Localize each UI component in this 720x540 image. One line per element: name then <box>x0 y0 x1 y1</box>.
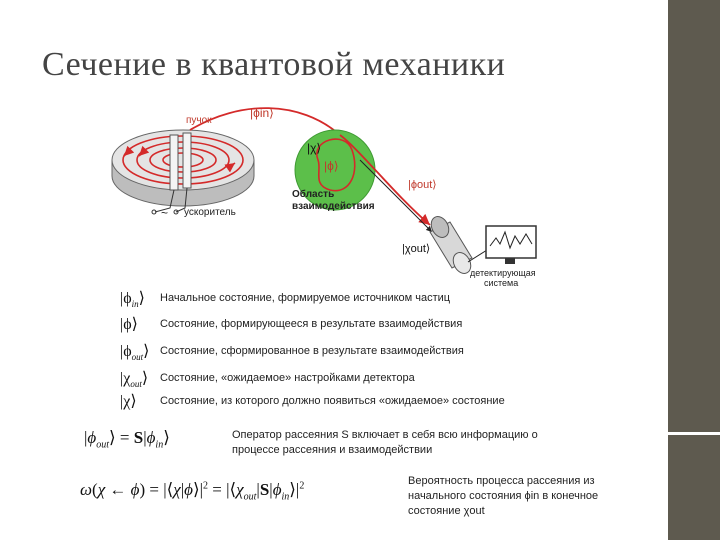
detector-label-1: детектирующая <box>470 268 536 278</box>
scattering-diagram: ~ ускоритель пучок Область взаимодействи… <box>111 106 537 288</box>
legend-ket-3: |ϕout⟩ <box>120 343 150 363</box>
interaction-label-1: Область <box>292 188 334 200</box>
legend-text-1: Начальное состояние, формируемое источни… <box>160 292 451 304</box>
ket-in-label: |ϕin⟩ <box>250 106 274 120</box>
formula2-description: Вероятность процесса рассеяния из началь… <box>408 475 599 517</box>
tilde-symbol: ~ <box>161 206 168 220</box>
formula-s-operator: |ϕout⟩ = S|ϕin⟩ <box>84 428 170 451</box>
ket-phi-label: |ϕ⟩ <box>324 159 339 173</box>
ket-chi-out-label: |χout⟩ <box>402 243 430 255</box>
legend-text-3: Состояние, сформированное в результате в… <box>160 345 464 357</box>
beam-label: пучок <box>186 115 212 126</box>
legend-ket-1: |ϕin⟩ <box>120 290 145 310</box>
legend-ket-2: |ϕ⟩ <box>120 316 138 333</box>
interaction-loop <box>316 138 356 192</box>
interaction-label-2: взаимодействия <box>292 201 375 212</box>
sidebar-divider <box>668 432 720 435</box>
detector-label-2: система <box>484 278 518 288</box>
chi-out-arrow <box>359 159 433 233</box>
accelerator-disk <box>111 129 255 215</box>
beam-path <box>189 107 341 136</box>
accelerator-label: ускоритель <box>184 207 236 218</box>
right-sidebar-bar <box>668 0 720 540</box>
legend-ket-5: |χ⟩ <box>120 393 137 410</box>
formula1-description: Оператор рассеяния S включает в себя всю… <box>232 429 538 456</box>
ket-chi-label: |χ⟩ <box>307 141 321 155</box>
legend-text-4: Состояние, «ожидаемое» настройками детек… <box>160 372 415 384</box>
legend-ket-4: |χout⟩ <box>120 370 149 390</box>
legend-text-2: Состояние, формирующееся в результате вз… <box>160 318 463 330</box>
outgoing-beam <box>339 134 431 226</box>
formula-probability: ω(χ ← ϕ) = |⟨χ|ϕ⟩|2 = |⟨χout|S|ϕin⟩|2 <box>80 480 305 503</box>
ket-out-label: |ϕout⟩ <box>408 179 437 191</box>
slide-title: Сечение в квантовой механики <box>42 46 506 83</box>
legend-text-5: Состояние, из которого должно появиться … <box>160 395 505 407</box>
detector-icon <box>429 216 537 274</box>
